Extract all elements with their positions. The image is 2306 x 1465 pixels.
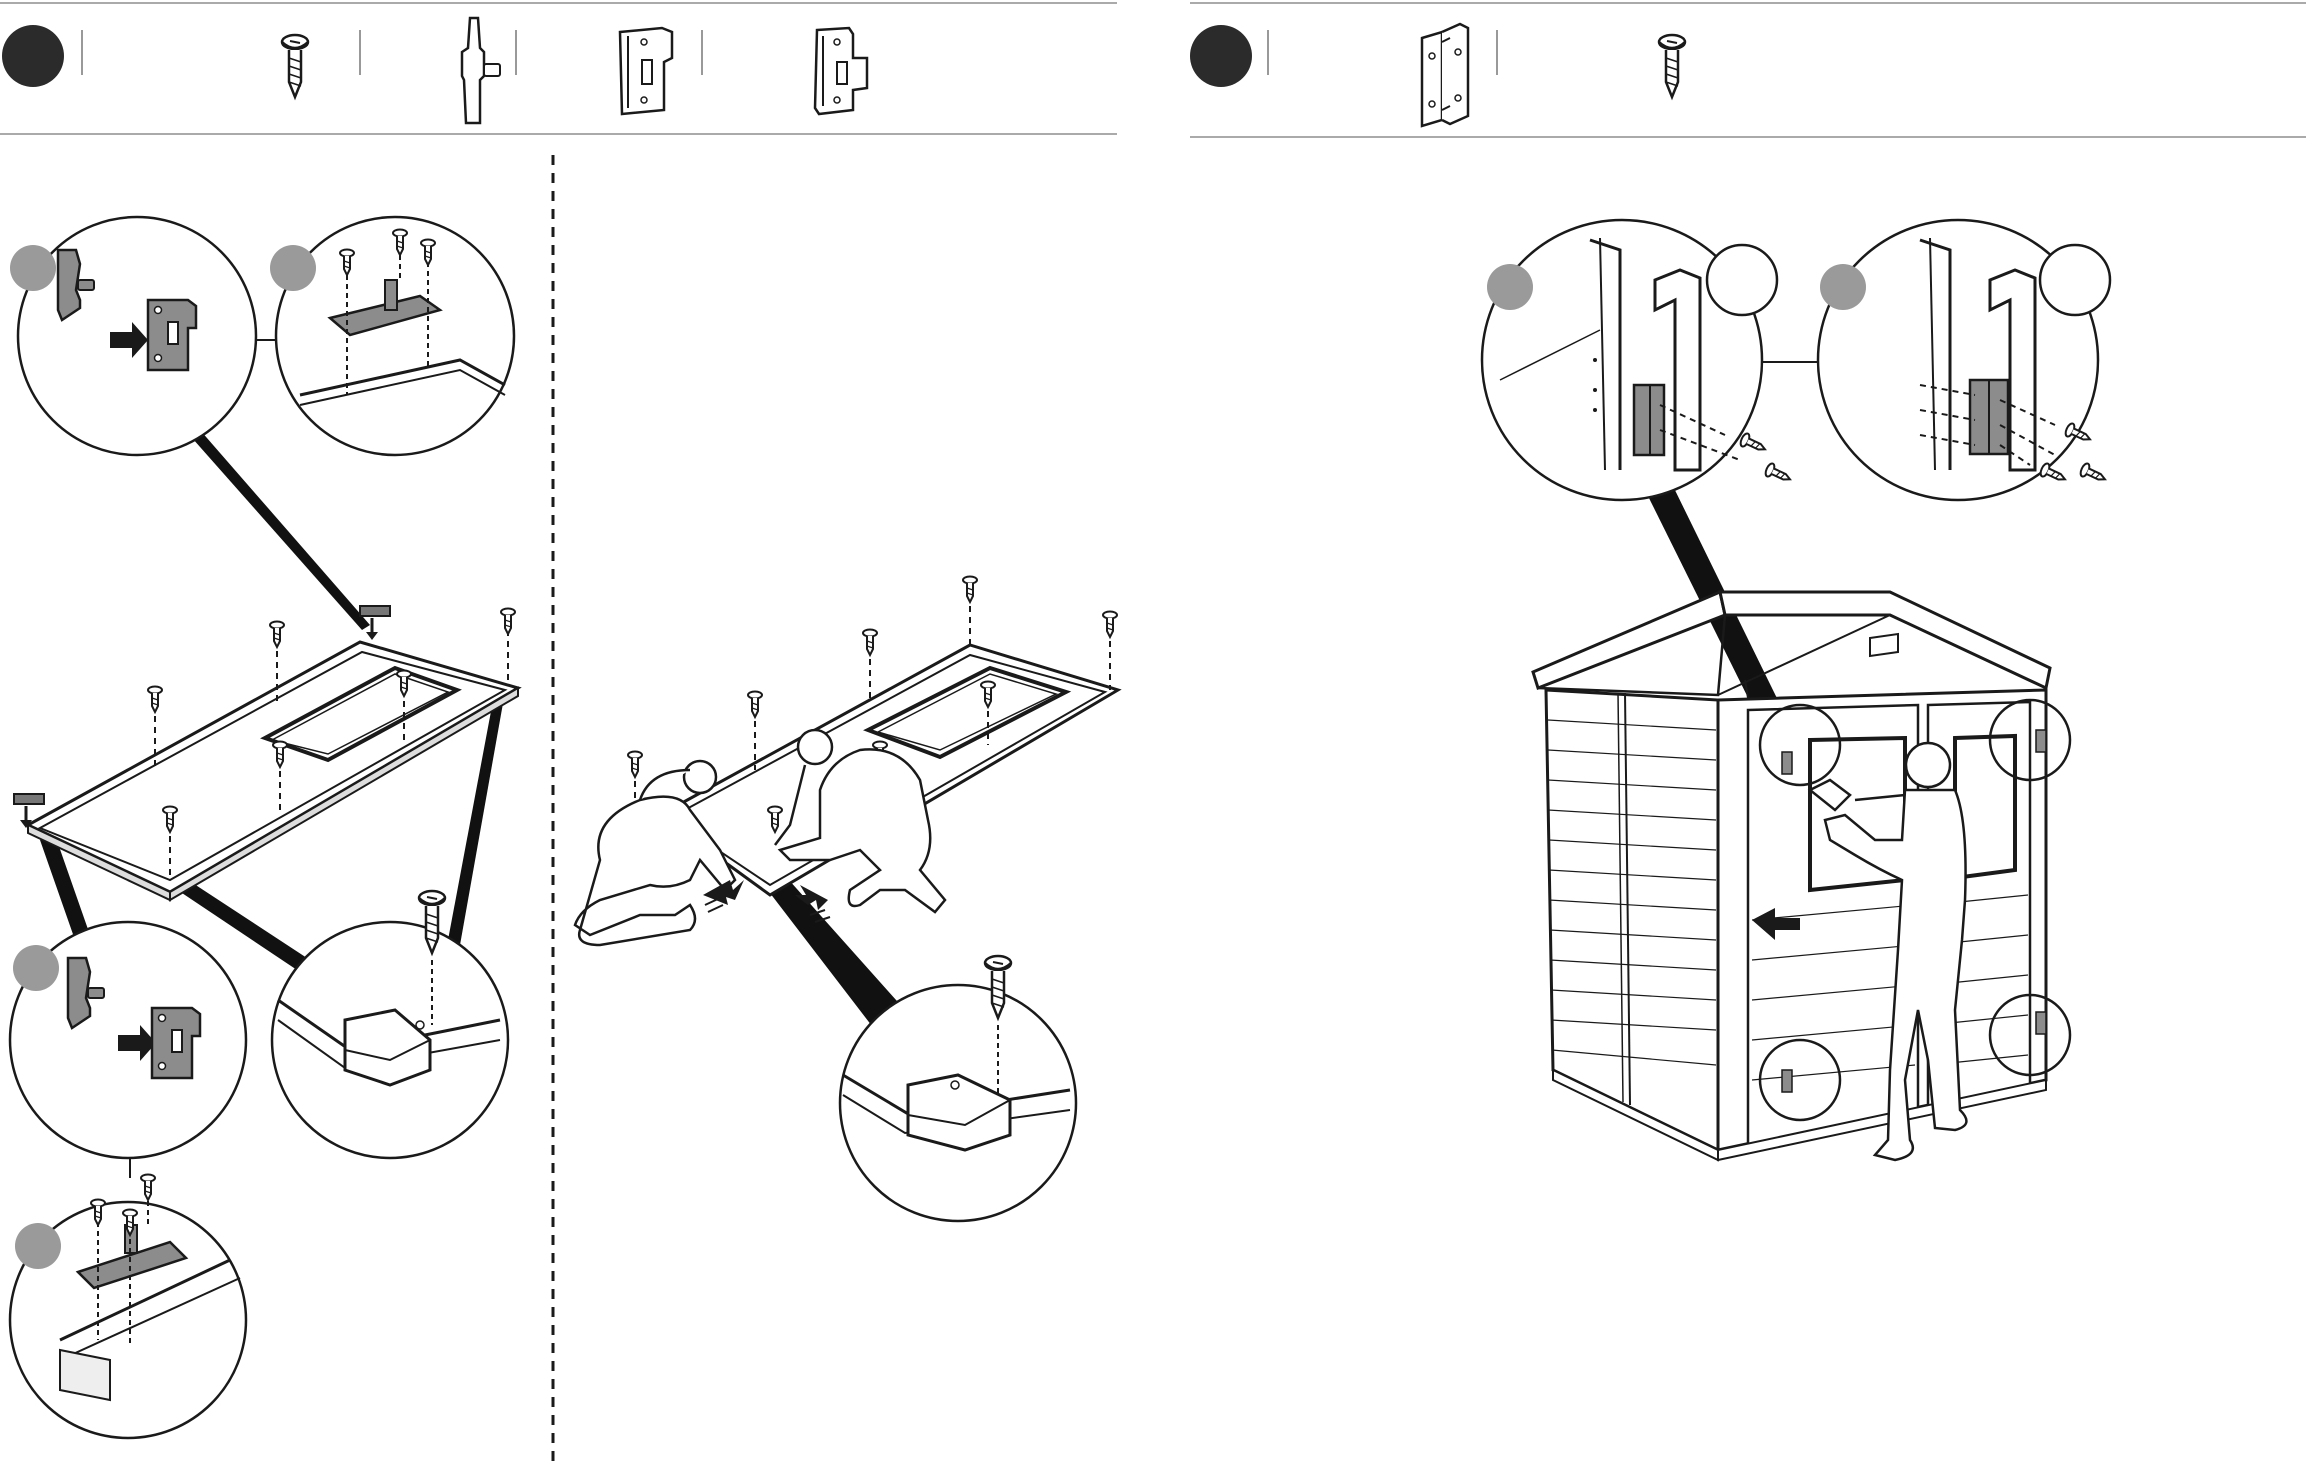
detail-badge-empty bbox=[2040, 245, 2110, 315]
right-header bbox=[1190, 3, 2306, 137]
door-latch-bolt-icon bbox=[462, 18, 500, 123]
detail-circle-latch-screw-top bbox=[270, 217, 514, 455]
latch-bracket-icon bbox=[620, 28, 672, 114]
step-badge bbox=[2, 25, 64, 87]
detail-circle-latch-screw-bottom bbox=[10, 1175, 246, 1439]
latch-plate-icon bbox=[815, 28, 867, 114]
screw-icon bbox=[1659, 35, 1685, 97]
detail-circle-latch-insert-top bbox=[10, 217, 256, 455]
detail-circle-hinge-screw bbox=[1482, 220, 1793, 500]
detail-circle-latch-insert-bottom bbox=[10, 922, 246, 1158]
door-panel bbox=[28, 642, 518, 900]
detail-badge bbox=[13, 945, 59, 991]
screw-icon bbox=[282, 35, 308, 97]
detail-badge-empty bbox=[1707, 245, 1777, 315]
detail-badge bbox=[15, 1223, 61, 1269]
door-panel-with-latches bbox=[10, 217, 518, 1438]
detail-circle-hinge-screw-double bbox=[1818, 220, 2110, 500]
detail-badge bbox=[270, 245, 316, 291]
person-kneeling-left bbox=[575, 761, 735, 945]
hinge-icon bbox=[1422, 24, 1468, 126]
hinge-installation-on-shed bbox=[1482, 220, 2110, 1160]
step-badge bbox=[1190, 25, 1252, 87]
detail-badge bbox=[1487, 264, 1533, 310]
detail-badge bbox=[10, 245, 56, 291]
detail-badge bbox=[1820, 264, 1866, 310]
left-header bbox=[0, 3, 1117, 134]
detail-circle-corner-screw bbox=[272, 891, 508, 1158]
two-people-assembling-door bbox=[575, 577, 1118, 1222]
